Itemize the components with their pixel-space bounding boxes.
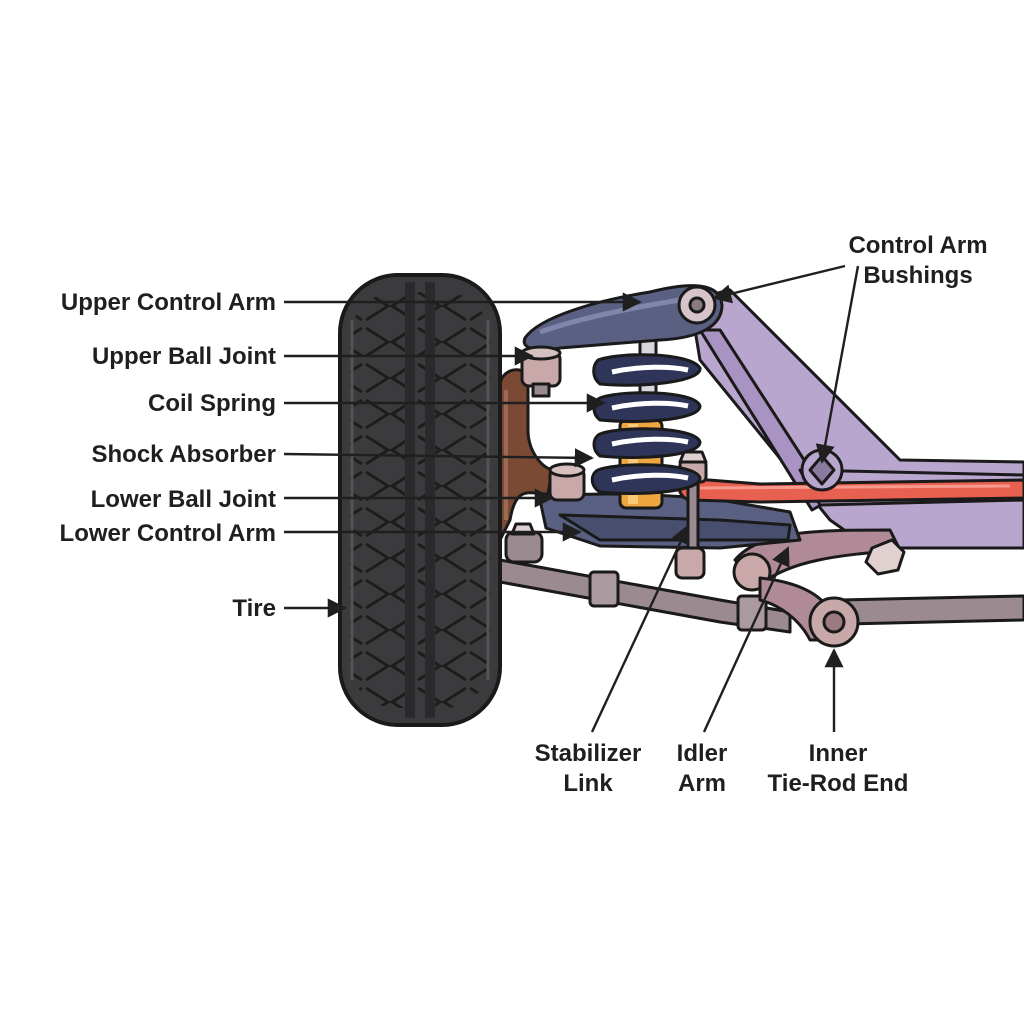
lower-control-arm xyxy=(538,492,802,550)
label-stabilizer-link-line2: Link xyxy=(563,770,613,797)
coil-spring xyxy=(590,353,702,495)
leader-bushing-upper xyxy=(712,264,846,304)
label-tire: Tire xyxy=(232,595,276,622)
leader-stabilizer-link xyxy=(590,524,690,733)
tire xyxy=(338,273,502,727)
label-coil-spring: Coil Spring xyxy=(148,390,276,417)
label-upper-control-arm: Upper Control Arm xyxy=(61,289,276,316)
label-inner-tie-rod-end-line2: Tie-Rod End xyxy=(768,770,909,797)
label-idler-arm-line2: Arm xyxy=(678,770,726,797)
leader-shock-absorber xyxy=(283,448,594,468)
leader-idler-arm xyxy=(702,546,790,733)
label-inner-tie-rod-end-line1: Inner xyxy=(809,740,868,767)
label-upper-ball-joint: Upper Ball Joint xyxy=(92,343,276,370)
label-idler-arm-line1: Idler xyxy=(677,740,728,767)
label-lower-ball-joint: Lower Ball Joint xyxy=(91,486,276,513)
lower-ball-joint xyxy=(548,462,586,502)
tie-rod-sleeve-left xyxy=(588,570,620,608)
label-shock-absorber: Shock Absorber xyxy=(92,441,277,468)
stabilizer-bar xyxy=(677,476,1024,504)
label-control-arm-bushings-line1: Control Arm xyxy=(848,232,987,259)
label-control-arm-bushings-line2: Bushings xyxy=(863,262,972,289)
upper-control-arm xyxy=(522,284,724,352)
frame-bolt xyxy=(864,538,906,576)
labels: Upper Control Arm Upper Ball Joint Coil … xyxy=(60,232,988,797)
leader-bushing-lower xyxy=(815,265,860,464)
label-stabilizer-link-line1: Stabilizer xyxy=(535,740,642,767)
label-lower-control-arm: Lower Control Arm xyxy=(60,520,276,547)
tie-rod-sleeve-right xyxy=(736,594,768,632)
outer-tie-rod-end xyxy=(504,522,544,564)
leader-lines xyxy=(283,264,860,733)
